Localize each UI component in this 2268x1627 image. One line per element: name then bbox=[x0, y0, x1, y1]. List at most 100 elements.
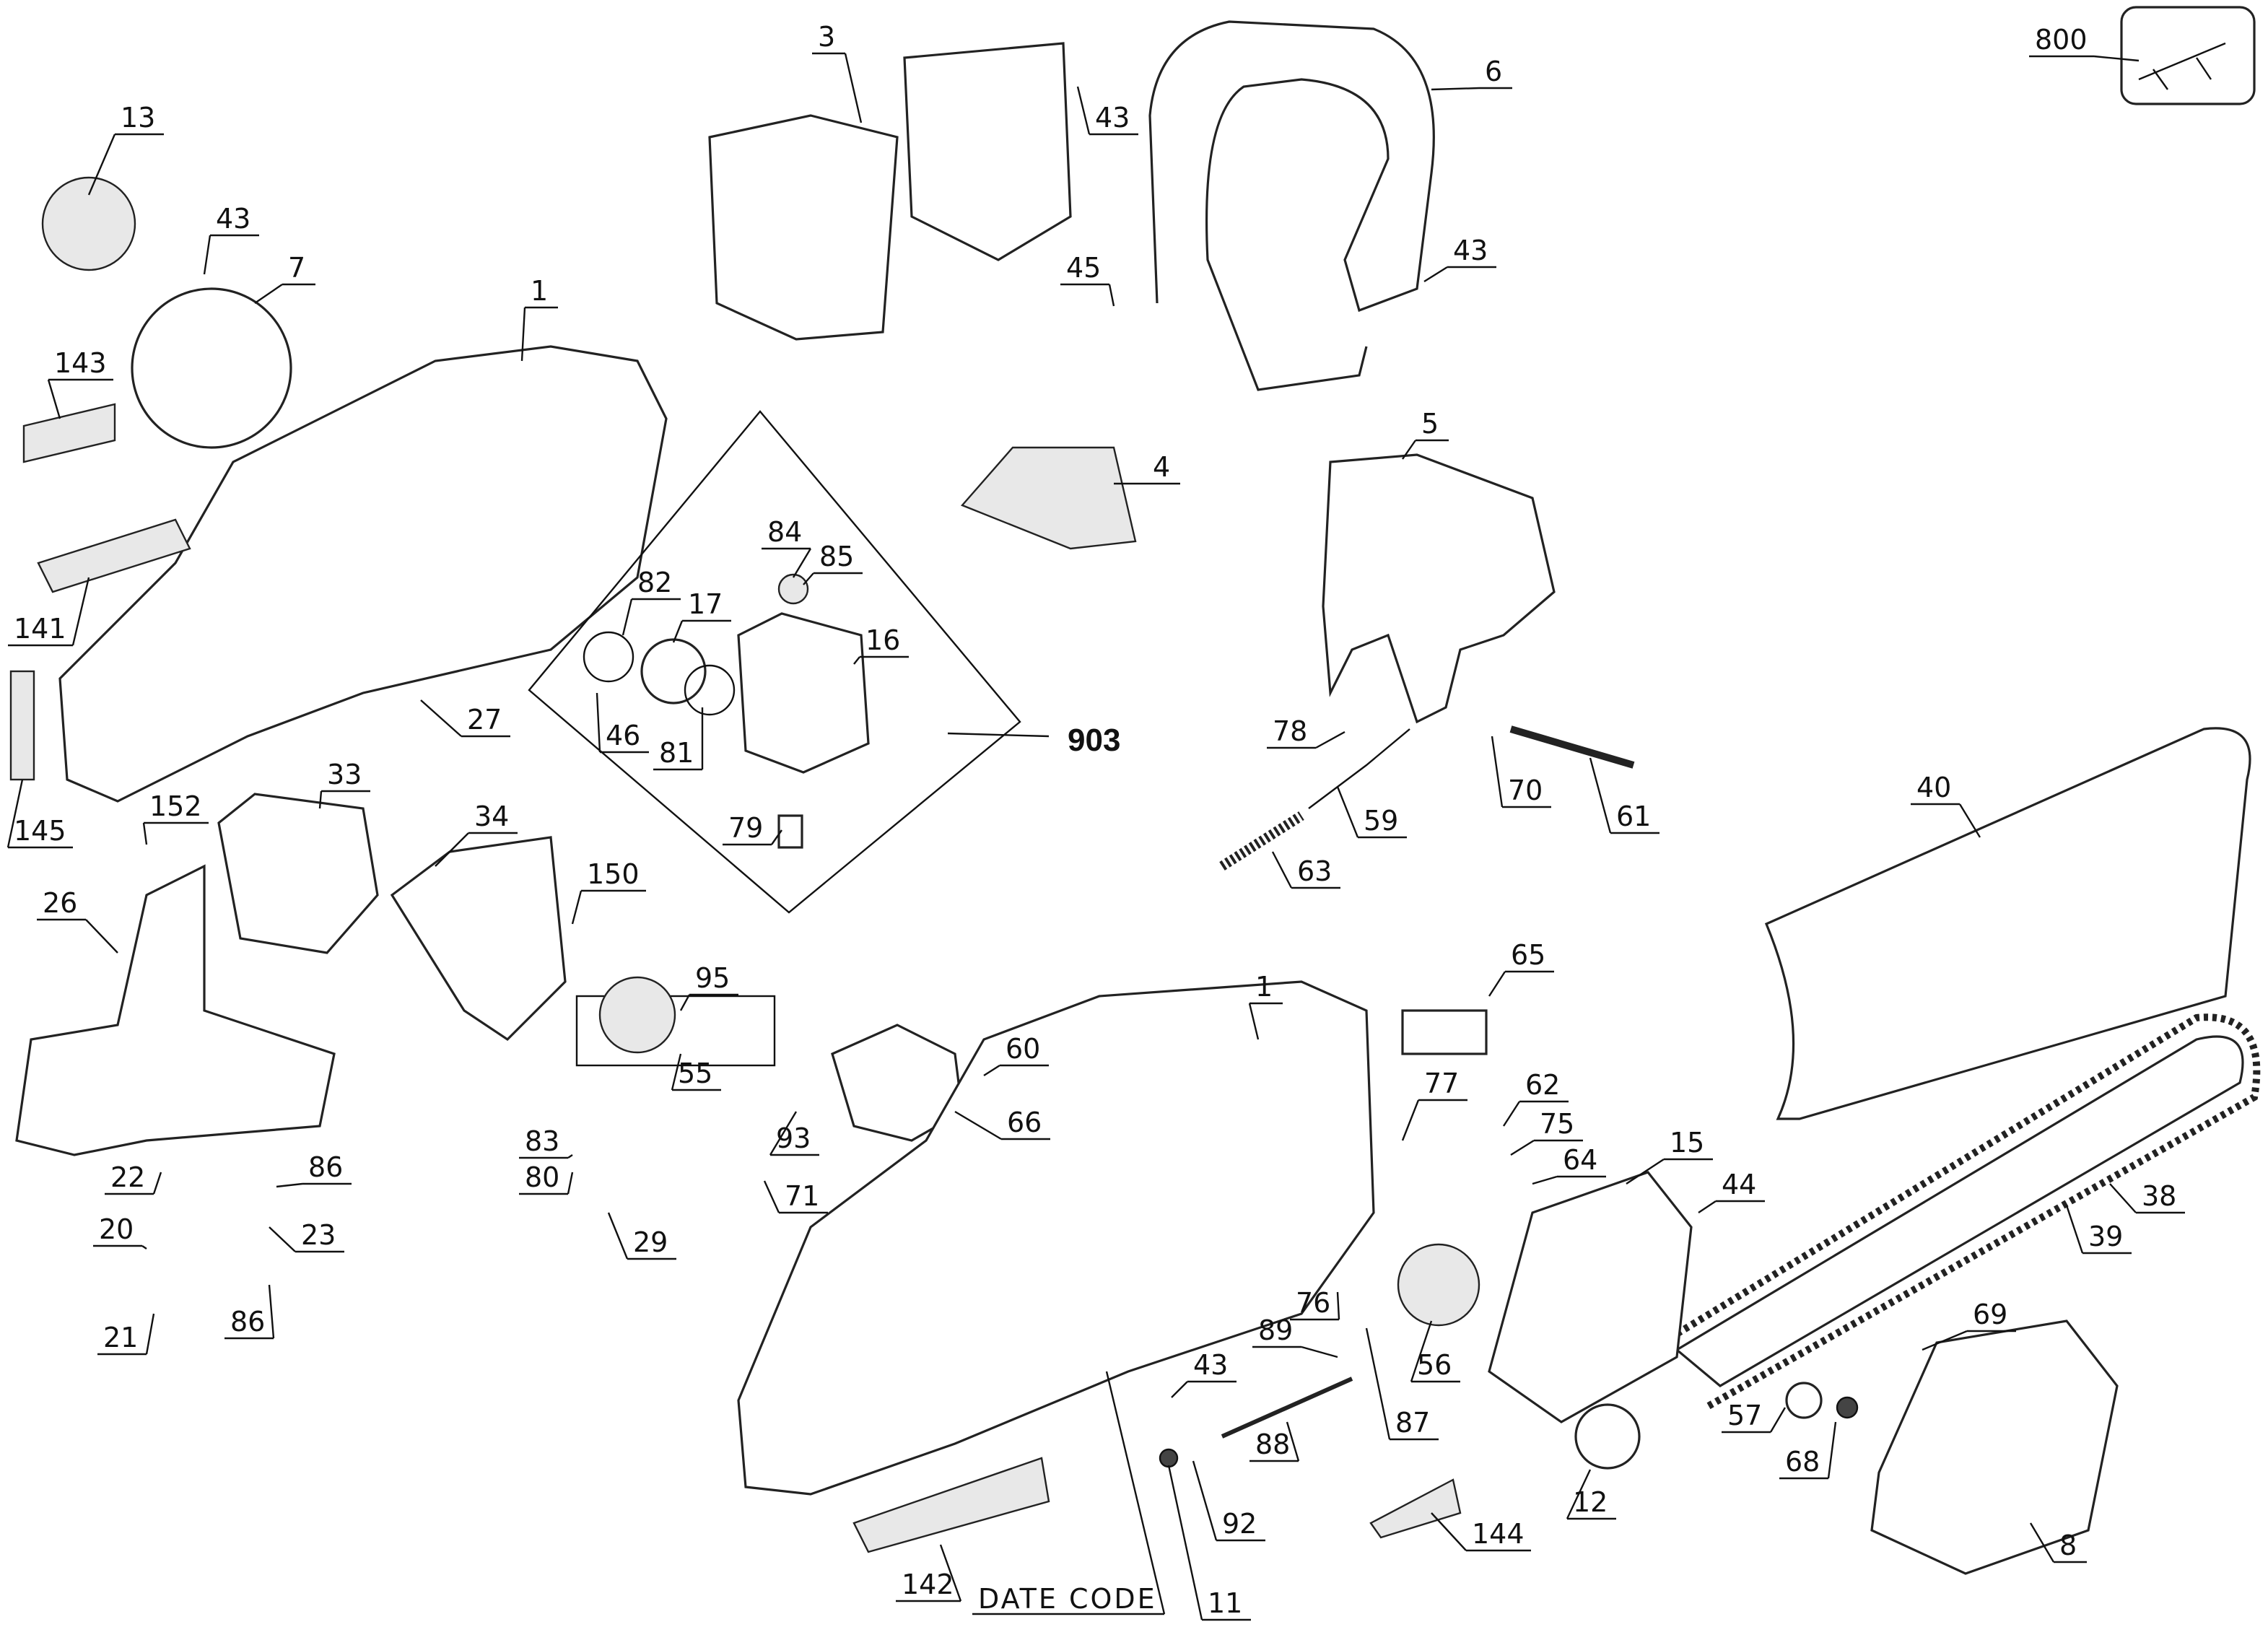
leader-line bbox=[224, 1284, 275, 1340]
leader-line bbox=[37, 918, 118, 954]
part-label-82: 82 bbox=[637, 567, 672, 598]
leader-line bbox=[1423, 266, 1496, 283]
part-38-chain bbox=[1660, 1013, 2261, 1411]
leader-line bbox=[254, 283, 315, 304]
part-800-connector bbox=[2138, 42, 2226, 90]
leader-line bbox=[1410, 1320, 1460, 1383]
leader-line bbox=[853, 655, 909, 665]
part-label-23: 23 bbox=[301, 1219, 336, 1251]
leader-line bbox=[671, 1053, 721, 1091]
leader-line bbox=[954, 1110, 1050, 1140]
part-label-5: 5 bbox=[1421, 408, 1439, 440]
part-label-17: 17 bbox=[688, 588, 723, 620]
leader-line bbox=[679, 993, 738, 1011]
part-7-end-cap bbox=[131, 287, 292, 449]
leader-line bbox=[47, 378, 113, 419]
part-label-81: 81 bbox=[659, 737, 694, 769]
leader-line bbox=[1502, 1100, 1569, 1127]
part-label-88: 88 bbox=[1255, 1428, 1290, 1460]
part-56-sprocket bbox=[1397, 1243, 1480, 1327]
part-8-side-cover bbox=[1870, 1320, 2119, 1575]
leader-line bbox=[142, 821, 209, 845]
part-label-86: 86 bbox=[308, 1151, 343, 1183]
leader-line bbox=[1336, 786, 1407, 839]
part-label-44: 44 bbox=[1722, 1169, 1756, 1200]
leader-line bbox=[8, 577, 90, 647]
leader-line bbox=[672, 619, 731, 643]
leader-line bbox=[1491, 736, 1551, 808]
part-15-side-plate bbox=[1488, 1171, 1693, 1423]
part-68-nut bbox=[1836, 1396, 1859, 1419]
part-143-label bbox=[22, 403, 116, 463]
leader-line bbox=[269, 1226, 344, 1253]
part-5-rear-guard bbox=[1322, 453, 1556, 724]
part-label-20: 20 bbox=[99, 1213, 134, 1245]
leader-line bbox=[519, 1154, 573, 1159]
part-label-26: 26 bbox=[43, 887, 77, 919]
leader-line bbox=[87, 133, 164, 196]
part-label-63: 63 bbox=[1297, 855, 1332, 887]
part-label-150: 150 bbox=[587, 858, 640, 890]
part-label-87: 87 bbox=[1395, 1407, 1430, 1439]
part-800-wire-box bbox=[2120, 6, 2256, 105]
part-label-8: 8 bbox=[2059, 1530, 2077, 1561]
leader-line bbox=[1922, 1330, 2016, 1351]
part-79-fitting bbox=[777, 814, 803, 849]
part-label-78: 78 bbox=[1273, 715, 1307, 747]
leader-line bbox=[653, 707, 704, 771]
leader-line bbox=[105, 1172, 162, 1195]
leader-line bbox=[1271, 851, 1340, 889]
leader-line bbox=[1267, 730, 1345, 749]
part-82-oring bbox=[583, 631, 634, 683]
part-label-33: 33 bbox=[327, 759, 362, 790]
part-1-housing-right bbox=[737, 980, 1375, 1496]
part-label-92: 92 bbox=[1222, 1508, 1257, 1540]
part-81-oring bbox=[684, 664, 736, 716]
part-label-13: 13 bbox=[121, 102, 155, 134]
leader-line bbox=[435, 832, 518, 867]
leader-line bbox=[6, 779, 73, 849]
leader-line bbox=[1248, 1002, 1283, 1040]
part-label-85: 85 bbox=[819, 541, 854, 572]
kit-903-leader bbox=[947, 732, 1050, 738]
part-label-152: 152 bbox=[149, 790, 202, 822]
part-label-43: 43 bbox=[1095, 102, 1130, 134]
part-12-knob bbox=[1574, 1403, 1641, 1470]
part-1-housing-left bbox=[58, 345, 668, 803]
part-label-79: 79 bbox=[728, 812, 763, 844]
part-label-55: 55 bbox=[678, 1057, 712, 1089]
leader-line bbox=[519, 1172, 574, 1195]
leader-line bbox=[1076, 86, 1138, 136]
part-label-21: 21 bbox=[103, 1322, 138, 1353]
leader-line bbox=[520, 306, 558, 362]
part-label-80: 80 bbox=[525, 1161, 559, 1193]
part-label-7: 7 bbox=[288, 252, 305, 284]
part-26-wiring bbox=[15, 864, 336, 1156]
leader-line bbox=[607, 1212, 676, 1260]
leader-line bbox=[762, 547, 812, 578]
part-40-bar-cover bbox=[1764, 727, 2251, 1120]
part-label-11: 11 bbox=[1208, 1587, 1242, 1619]
leader-line bbox=[276, 1182, 352, 1188]
leader-line bbox=[1167, 1465, 1251, 1621]
part-label-66: 66 bbox=[1007, 1107, 1042, 1138]
part-label-34: 34 bbox=[474, 801, 509, 832]
part-4-grip bbox=[960, 446, 1137, 550]
kit-903-label: 903 bbox=[1068, 723, 1120, 758]
date-code-leader bbox=[1105, 1371, 1166, 1615]
part-3-bracket bbox=[903, 42, 1072, 261]
part-label-142: 142 bbox=[902, 1569, 954, 1600]
leader-line bbox=[803, 572, 863, 585]
part-label-45: 45 bbox=[1066, 252, 1101, 284]
leader-line bbox=[1252, 1345, 1338, 1358]
part-34-gearbox bbox=[390, 836, 567, 1042]
part-88-rod bbox=[1221, 1377, 1353, 1439]
part-label-84: 84 bbox=[767, 516, 802, 548]
part-label-22: 22 bbox=[110, 1161, 145, 1193]
part-label-56: 56 bbox=[1417, 1349, 1452, 1381]
part-3-battery-housing bbox=[708, 114, 899, 341]
part-label-15: 15 bbox=[1670, 1127, 1704, 1159]
part-label-1: 1 bbox=[531, 275, 548, 307]
leader-line bbox=[621, 598, 681, 636]
